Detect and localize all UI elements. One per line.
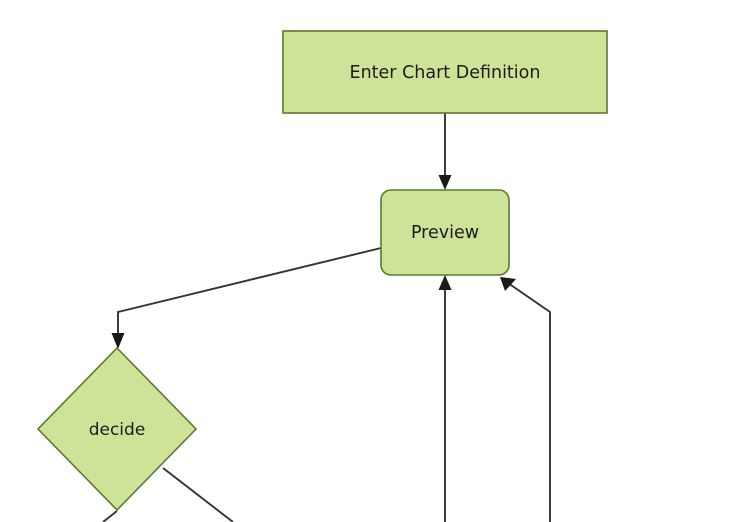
arrowhead-down-icon <box>438 175 452 190</box>
node-shape-diamond <box>36 346 198 512</box>
node-label-preview: Preview <box>411 223 479 243</box>
edge-decide-out-right <box>162 467 234 522</box>
edge-line-decide-right <box>162 467 234 522</box>
arrowhead-up-icon <box>438 275 452 290</box>
node-shape-rounded-rectangle <box>380 189 510 276</box>
arrowhead-upleft-icon <box>500 277 516 291</box>
edge-line-decide-bottom <box>102 510 118 522</box>
edge-line-preview-decide <box>117 247 382 339</box>
node-label-decide: decide <box>89 420 146 440</box>
node-enter-chart-definition[interactable]: Enter Chart Definition <box>282 30 608 114</box>
edge-return-right-to-preview <box>500 277 551 522</box>
edge-return-center-to-preview <box>438 275 452 522</box>
edge-decide-out-bottom <box>102 510 118 522</box>
node-decide[interactable]: decide <box>36 346 198 512</box>
node-preview[interactable]: Preview <box>380 189 510 276</box>
node-shape-rectangle <box>282 30 608 114</box>
arrowhead-down-icon <box>111 333 125 349</box>
edge-enter-to-preview <box>438 113 452 190</box>
edge-line-return-right <box>507 282 551 522</box>
node-label-enter: Enter Chart Definition <box>350 63 541 83</box>
edge-preview-to-decide <box>111 247 382 349</box>
